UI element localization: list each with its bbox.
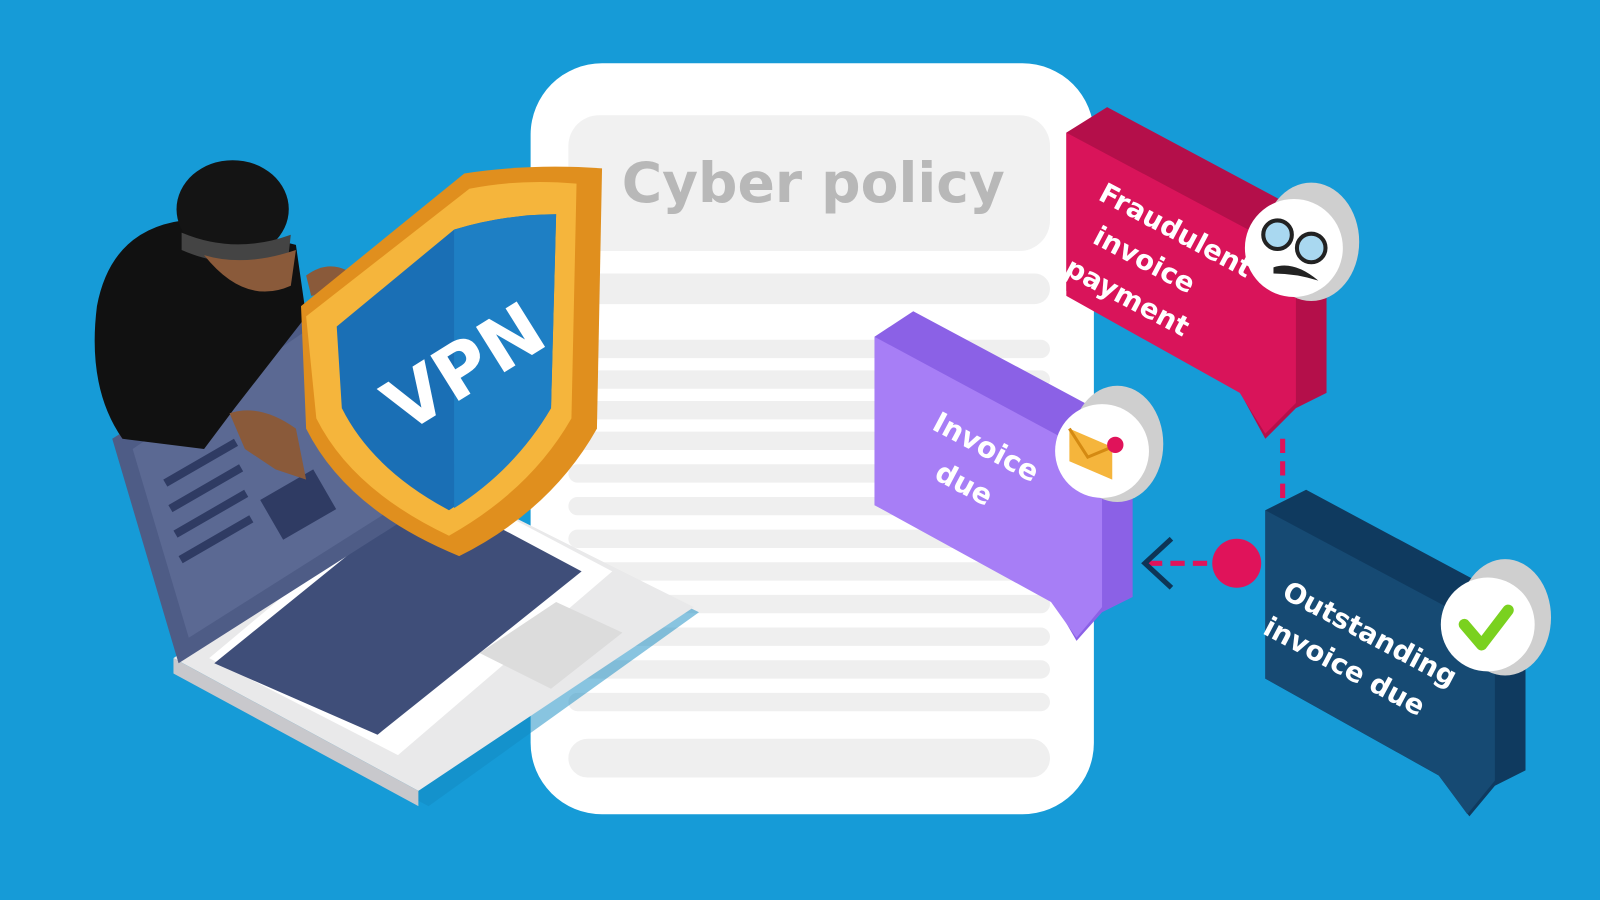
arrow-left-icon [1141, 536, 1174, 590]
vpn-shield: VPN [301, 166, 603, 557]
checkmark-icon [1458, 604, 1514, 651]
laptop-screen-content [163, 438, 337, 564]
envelope-icon [1068, 427, 1124, 480]
bubble-outstanding-invoice-due: Outstanding invoice due [1258, 489, 1552, 817]
bubble-invoice-due: Invoice due [874, 311, 1164, 641]
disguise-glasses-icon [1261, 218, 1328, 281]
connector-line [1141, 438, 1286, 590]
laptop-keyboard [214, 489, 582, 735]
connector-dot [1212, 538, 1262, 588]
document-title-bar [568, 115, 1050, 252]
document-title: Cyber policy [622, 151, 1005, 215]
hacker-figure [94, 160, 347, 480]
